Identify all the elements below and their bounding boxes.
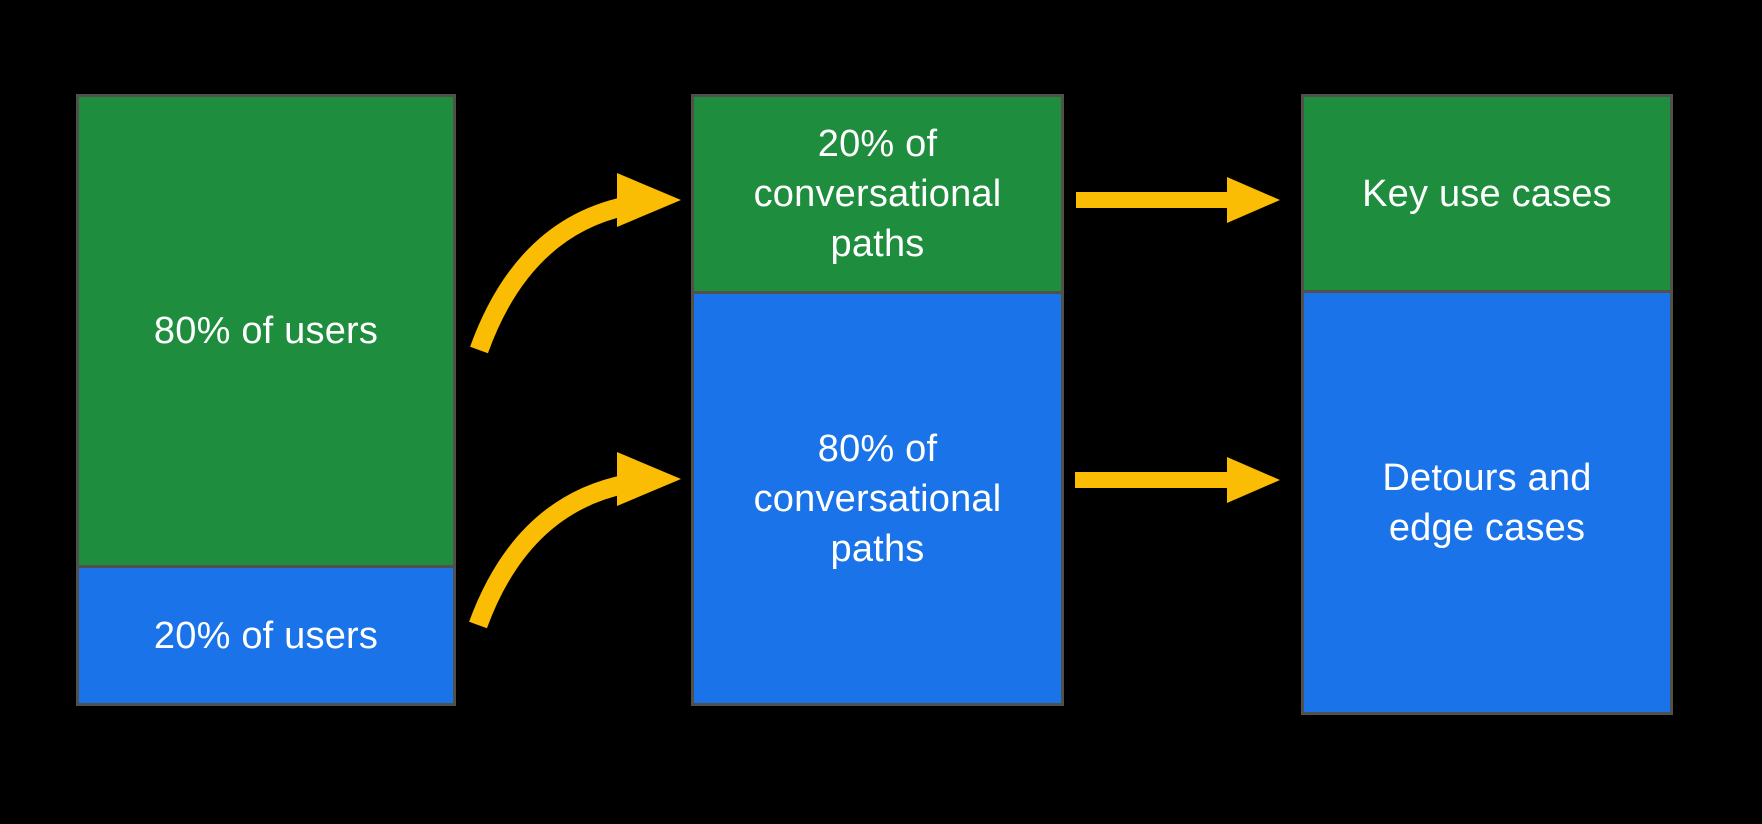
curved-arrow-top-head bbox=[617, 173, 681, 227]
straight-arrow-bottom-shape bbox=[1075, 457, 1280, 503]
paths-80-label: 80% of conversational paths bbox=[754, 424, 1002, 574]
use-cases-column: Key use cases Detours and edge cases bbox=[1301, 94, 1673, 715]
users-80-label: 80% of users bbox=[154, 306, 378, 356]
label-line: paths bbox=[830, 527, 925, 570]
users-80-segment: 80% of users bbox=[79, 97, 453, 565]
label-line: Detours and bbox=[1382, 456, 1592, 499]
curved-arrow-bottom-icon bbox=[469, 452, 681, 629]
label-line: 80% of bbox=[817, 427, 938, 470]
paths-20-label: 20% of conversational paths bbox=[754, 119, 1002, 269]
label-line: conversational bbox=[753, 477, 1002, 520]
label-line: paths bbox=[830, 223, 925, 265]
label-line: conversational bbox=[753, 173, 1002, 215]
segment-divider bbox=[694, 291, 1061, 294]
label-line: 20% of bbox=[817, 123, 938, 165]
users-20-segment: 20% of users bbox=[79, 568, 453, 703]
segment-divider bbox=[1304, 290, 1670, 293]
key-use-cases-segment: Key use cases bbox=[1304, 97, 1670, 290]
conversational-paths-column: 20% of conversational paths 80% of conve… bbox=[691, 94, 1064, 706]
detours-edge-cases-label: Detours and edge cases bbox=[1382, 453, 1591, 553]
label-line: edge cases bbox=[1388, 506, 1586, 549]
key-use-cases-label: Key use cases bbox=[1362, 169, 1612, 219]
curved-arrow-top-icon bbox=[470, 173, 681, 354]
users-column: 80% of users 20% of users bbox=[76, 94, 456, 706]
paths-20-segment: 20% of conversational paths bbox=[694, 97, 1061, 291]
label-line: Key use cases bbox=[1362, 172, 1612, 215]
label-line: 80% of users bbox=[153, 310, 379, 352]
straight-arrow-top-shape bbox=[1076, 177, 1280, 223]
label-line: 20% of users bbox=[153, 614, 379, 657]
curved-arrow-bottom-body bbox=[469, 474, 628, 629]
straight-arrow-bottom-icon bbox=[1075, 457, 1280, 503]
detours-edge-cases-segment: Detours and edge cases bbox=[1304, 293, 1670, 712]
paths-80-segment: 80% of conversational paths bbox=[694, 294, 1061, 703]
straight-arrow-top-icon bbox=[1076, 177, 1280, 223]
curved-arrow-bottom-head bbox=[617, 452, 681, 506]
segment-divider bbox=[79, 565, 453, 568]
users-20-label: 20% of users bbox=[154, 611, 378, 661]
curved-arrow-top-body bbox=[470, 196, 629, 354]
